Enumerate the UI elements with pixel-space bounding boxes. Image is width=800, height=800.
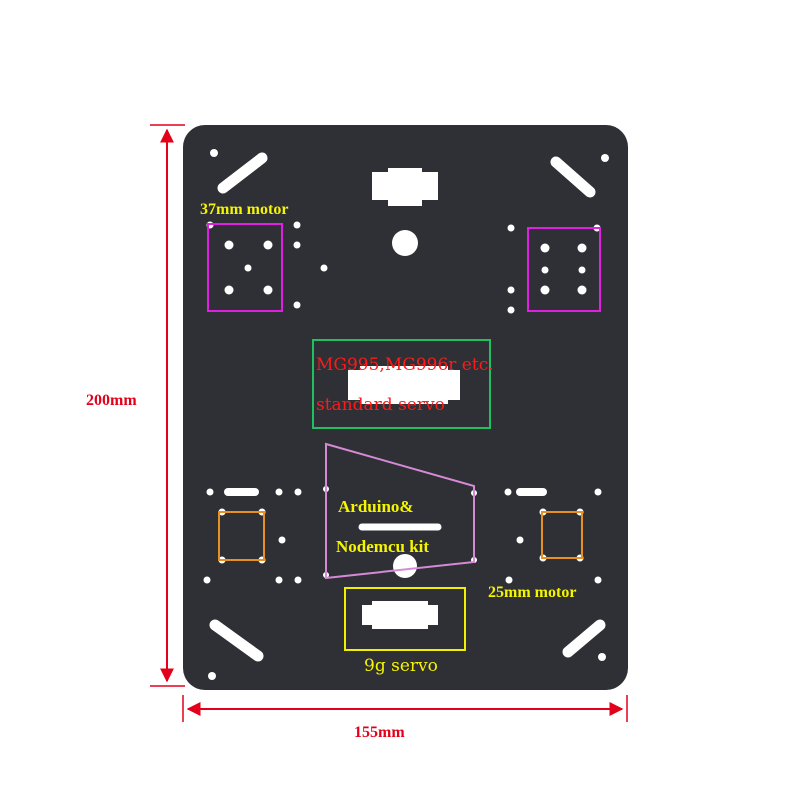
9g-servo-cutout <box>362 601 438 629</box>
corner-slot-bottom-right <box>562 619 606 658</box>
dimension-width: 155mm <box>182 695 628 741</box>
label-standard-servo-line1: MG995,MG996r etc. <box>316 355 494 375</box>
box-standard-servo <box>312 339 491 429</box>
dimension-height: 200mm <box>86 124 185 687</box>
label-controller-line2: Nodemcu kit <box>336 537 429 556</box>
corner-slot-bottom-left <box>209 619 264 662</box>
box-37mm-motor-right <box>527 227 601 312</box>
label-width: 155mm <box>354 724 405 741</box>
label-height: 200mm <box>86 392 137 409</box>
outline-controller-kit <box>325 442 475 580</box>
corner-slot-top-right <box>550 156 596 198</box>
plate-holes <box>203 149 609 680</box>
box-37mm-motor-left <box>207 223 283 312</box>
metal-plate <box>183 125 628 690</box>
label-9g-servo: 9g servo <box>364 656 438 676</box>
box-9g-servo <box>344 587 466 651</box>
box-25mm-motor-right <box>541 511 583 559</box>
label-controller-line1: Arduino& <box>338 497 414 516</box>
label-standard-servo-line2: standard servo <box>316 395 445 415</box>
label-37mm-motor: 37mm motor <box>200 201 288 218</box>
top-center-hole <box>392 230 418 256</box>
bottom-center-hole <box>393 554 417 578</box>
standard-servo-cutout <box>348 366 460 404</box>
label-25mm-motor: 25mm motor <box>488 584 576 601</box>
corner-slot-top-left <box>217 152 268 194</box>
top-servo-cutout <box>372 168 438 206</box>
box-25mm-motor-left <box>218 511 265 561</box>
